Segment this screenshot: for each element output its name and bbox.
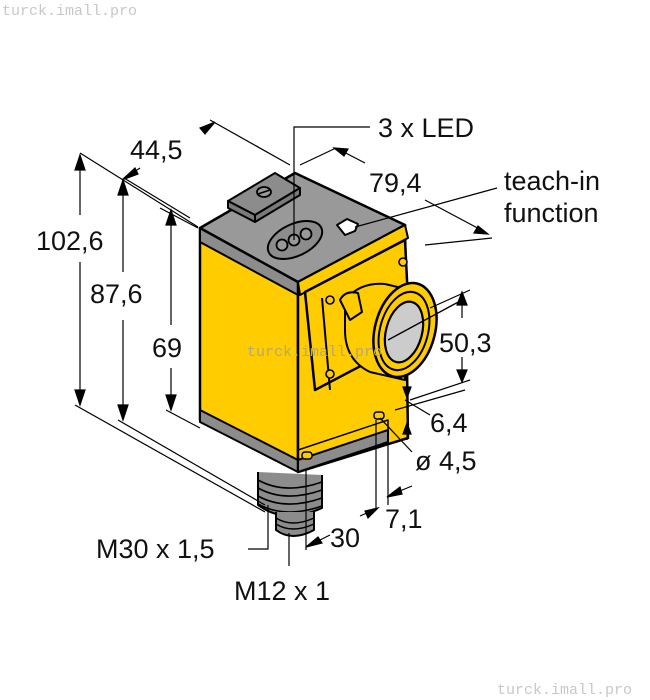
label-teach-in-2: function — [504, 198, 599, 228]
watermark-center: turck.imall.pro — [247, 344, 382, 361]
dim-mount-depth: 7,1 — [385, 504, 423, 534]
dim-body-height: 87,6 — [90, 279, 143, 309]
dim-width-top: 44,5 — [130, 135, 183, 165]
sensor-body — [198, 171, 463, 537]
label-teach-in-1: teach-in — [504, 166, 600, 196]
label-thread-connector: M12 x 1 — [234, 576, 330, 606]
dim-mount-hole: ø 4,5 — [415, 446, 477, 476]
dim-total-height: 102,6 — [36, 226, 104, 256]
dim-thread-offset: 30 — [330, 523, 360, 553]
dim-front-height: 69 — [152, 333, 182, 363]
dim-lens-height: 50,3 — [439, 328, 492, 358]
watermark-top-left: turck.imall.pro — [2, 3, 137, 20]
dim-depth-top: 79,4 — [369, 168, 422, 198]
dimension-lines — [74, 119, 498, 566]
watermark-bottom-right: turck.imall.pro — [497, 682, 632, 699]
label-thread-main: M30 x 1,5 — [96, 534, 215, 564]
label-leds: 3 x LED — [378, 113, 474, 143]
dim-mount-offset: 6,4 — [430, 408, 468, 438]
